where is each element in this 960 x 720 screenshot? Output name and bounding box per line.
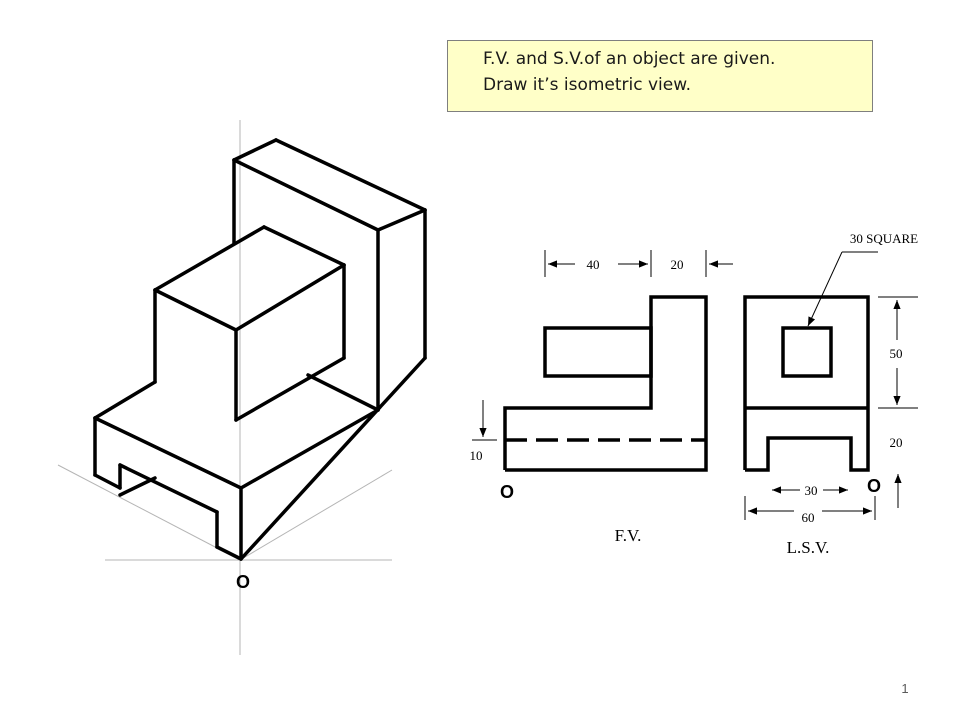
- instruction-line-2: Draw it’s isometric view.: [483, 75, 691, 95]
- front-view: 40 20 10 O F.V.: [470, 250, 733, 545]
- isometric-construction-axes: [57, 120, 393, 655]
- fv-dim-10: 10: [470, 448, 483, 463]
- front-view-origin-label: O: [500, 482, 514, 502]
- instruction-box: F.V. and S.V.of an object are given. Dra…: [447, 40, 873, 112]
- side-view-caption: L.S.V.: [787, 538, 830, 557]
- square-callout-leader: [807, 251, 878, 327]
- fv-dim-20: 20: [671, 257, 684, 272]
- front-view-top-dimension: [544, 250, 733, 277]
- instruction-line-1: F.V. and S.V.of an object are given.: [483, 49, 776, 69]
- square-callout-label: 30 SQUARE: [850, 231, 918, 246]
- sv-dim-20: 20: [890, 435, 903, 450]
- front-view-left-dimension: [472, 400, 497, 441]
- front-view-caption: F.V.: [615, 526, 642, 545]
- side-view-bottom-dimension: [744, 486, 876, 520]
- sv-dim-30: 30: [805, 483, 818, 498]
- slide-number: 1: [901, 681, 908, 696]
- side-view: 30 SQUARE 50 20 30 60 O L.S.V.: [743, 231, 918, 557]
- side-view-right-dimension: [878, 296, 918, 508]
- isometric-view: O: [57, 120, 427, 655]
- isometric-object: [93, 138, 427, 561]
- sv-dim-60: 60: [802, 510, 815, 525]
- front-view-outline: [503, 295, 708, 472]
- side-view-outline: [743, 295, 870, 472]
- side-view-origin-label: O: [867, 476, 881, 496]
- fv-dim-40: 40: [587, 257, 600, 272]
- sv-dim-50: 50: [890, 346, 903, 361]
- isometric-origin-label: O: [236, 572, 250, 592]
